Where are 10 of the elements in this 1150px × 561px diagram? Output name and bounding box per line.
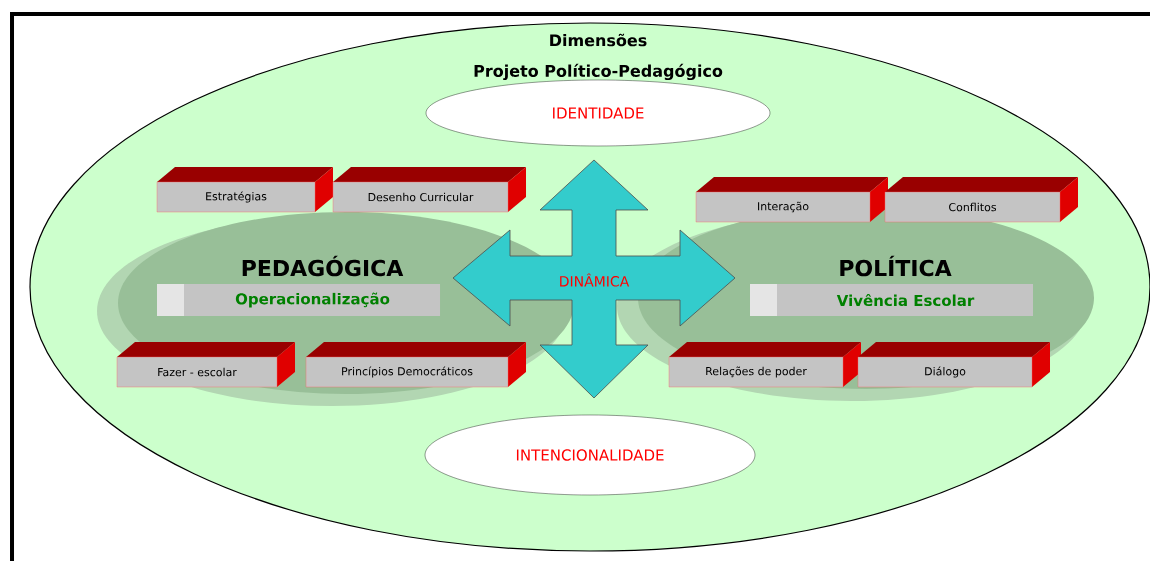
block: Conflitos [884, 177, 1078, 223]
label-bar: Vivência Escolar [750, 284, 1033, 316]
block: Princípios Democráticos [305, 342, 526, 388]
label-bar: Operacionalização [157, 284, 440, 316]
block: Estratégias [156, 167, 333, 213]
block: Interação [695, 177, 888, 223]
block: Fazer - escolar [116, 342, 295, 388]
block: Relações de poder [668, 342, 861, 388]
block: Desenho Curricular [332, 167, 526, 213]
block: Diálogo [857, 342, 1050, 388]
